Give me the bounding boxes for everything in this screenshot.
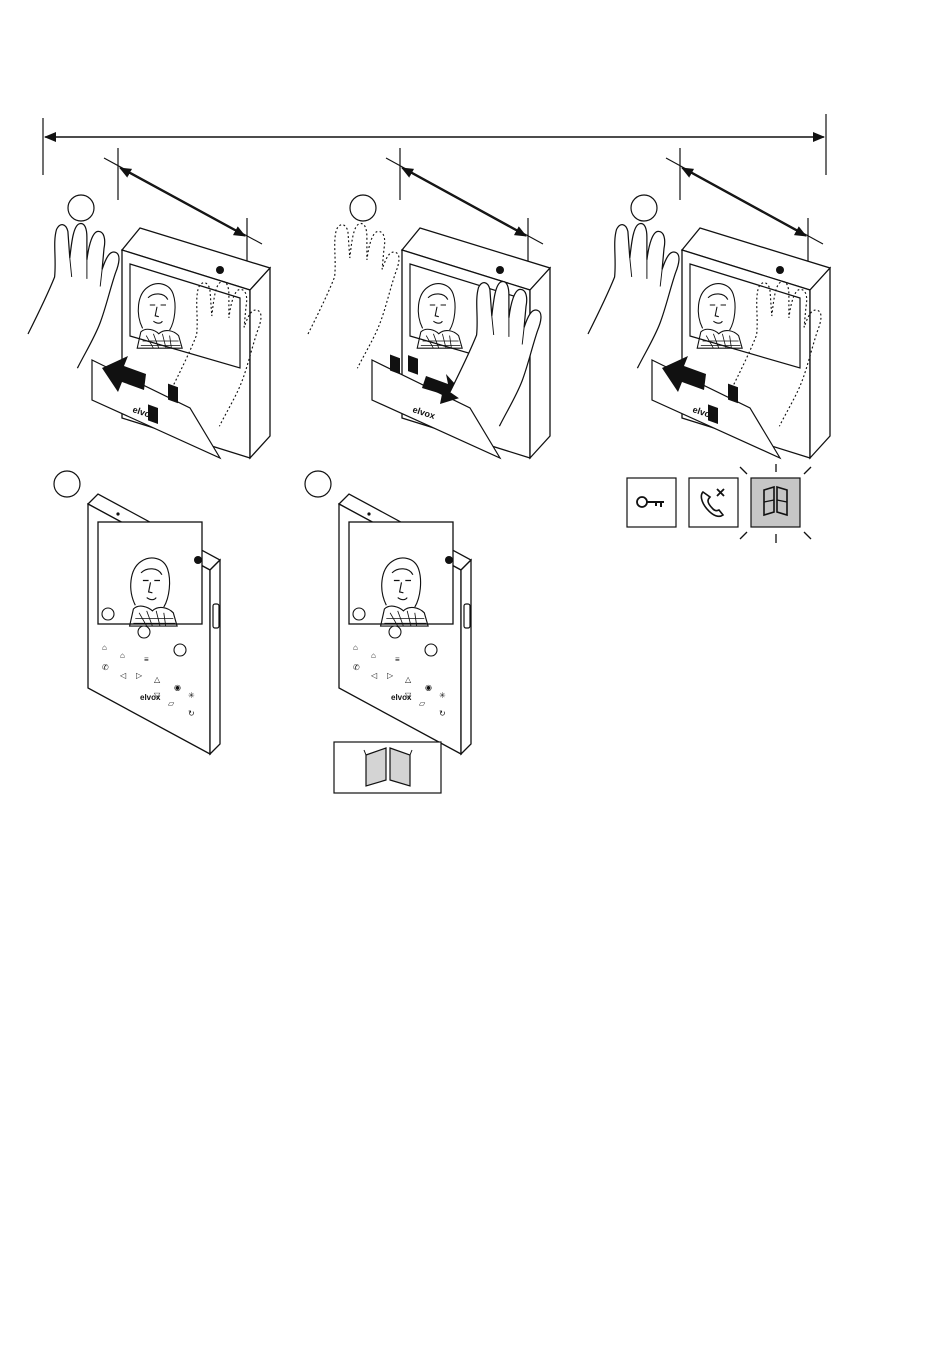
svg-text:◉: ◉: [425, 683, 432, 692]
gesture-panel-1: elvox: [28, 224, 270, 458]
svg-text:✆: ✆: [353, 663, 360, 672]
svg-text:▱: ▱: [168, 699, 175, 708]
svg-text:△: △: [405, 675, 412, 684]
svg-text:✳: ✳: [188, 691, 195, 700]
brand-label: elvox: [391, 693, 412, 702]
svg-text:▷: ▷: [136, 671, 143, 680]
svg-text:◁: ◁: [371, 671, 378, 680]
svg-text:≡: ≡: [395, 655, 400, 664]
svg-text:△: △: [154, 675, 161, 684]
icons-row: [627, 464, 811, 543]
step-marker-4: [54, 471, 80, 497]
svg-text:▷: ▷: [387, 671, 394, 680]
svg-text:◁: ◁: [120, 671, 127, 680]
call-end-icon: [689, 478, 738, 527]
gate-icon: [751, 478, 800, 527]
brand-label: elvox: [140, 693, 161, 702]
gesture-panel-2: elvox: [308, 224, 550, 458]
svg-text:◉: ◉: [174, 683, 181, 692]
svg-text:▱: ▱: [419, 699, 426, 708]
svg-text:✳: ✳: [439, 691, 446, 700]
gesture-panel-3: elvox: [588, 224, 830, 458]
monitor-front-2: ⌂⌂≡ ✆◁▷ △◉✳ ▽↻▱ elvox: [339, 494, 471, 754]
svg-text:≡: ≡: [144, 655, 149, 664]
svg-text:⌂: ⌂: [353, 643, 358, 652]
step-marker-5: [305, 471, 331, 497]
svg-text:⌂: ⌂: [371, 651, 376, 660]
monitor-front-1: ⌂⌂≡ ✆◁▷ △◉✳ ▽↻▱ elvox: [88, 494, 220, 754]
svg-text:⌂: ⌂: [102, 643, 107, 652]
gate-open-callout: [334, 742, 441, 793]
step-marker-1: [68, 195, 94, 221]
key-icon: [627, 478, 676, 527]
step-marker-2: [350, 195, 376, 221]
svg-text:✆: ✆: [102, 663, 109, 672]
svg-text:⌂: ⌂: [120, 651, 125, 660]
svg-text:↻: ↻: [188, 709, 195, 718]
svg-text:↻: ↻: [439, 709, 446, 718]
step-marker-3: [631, 195, 657, 221]
